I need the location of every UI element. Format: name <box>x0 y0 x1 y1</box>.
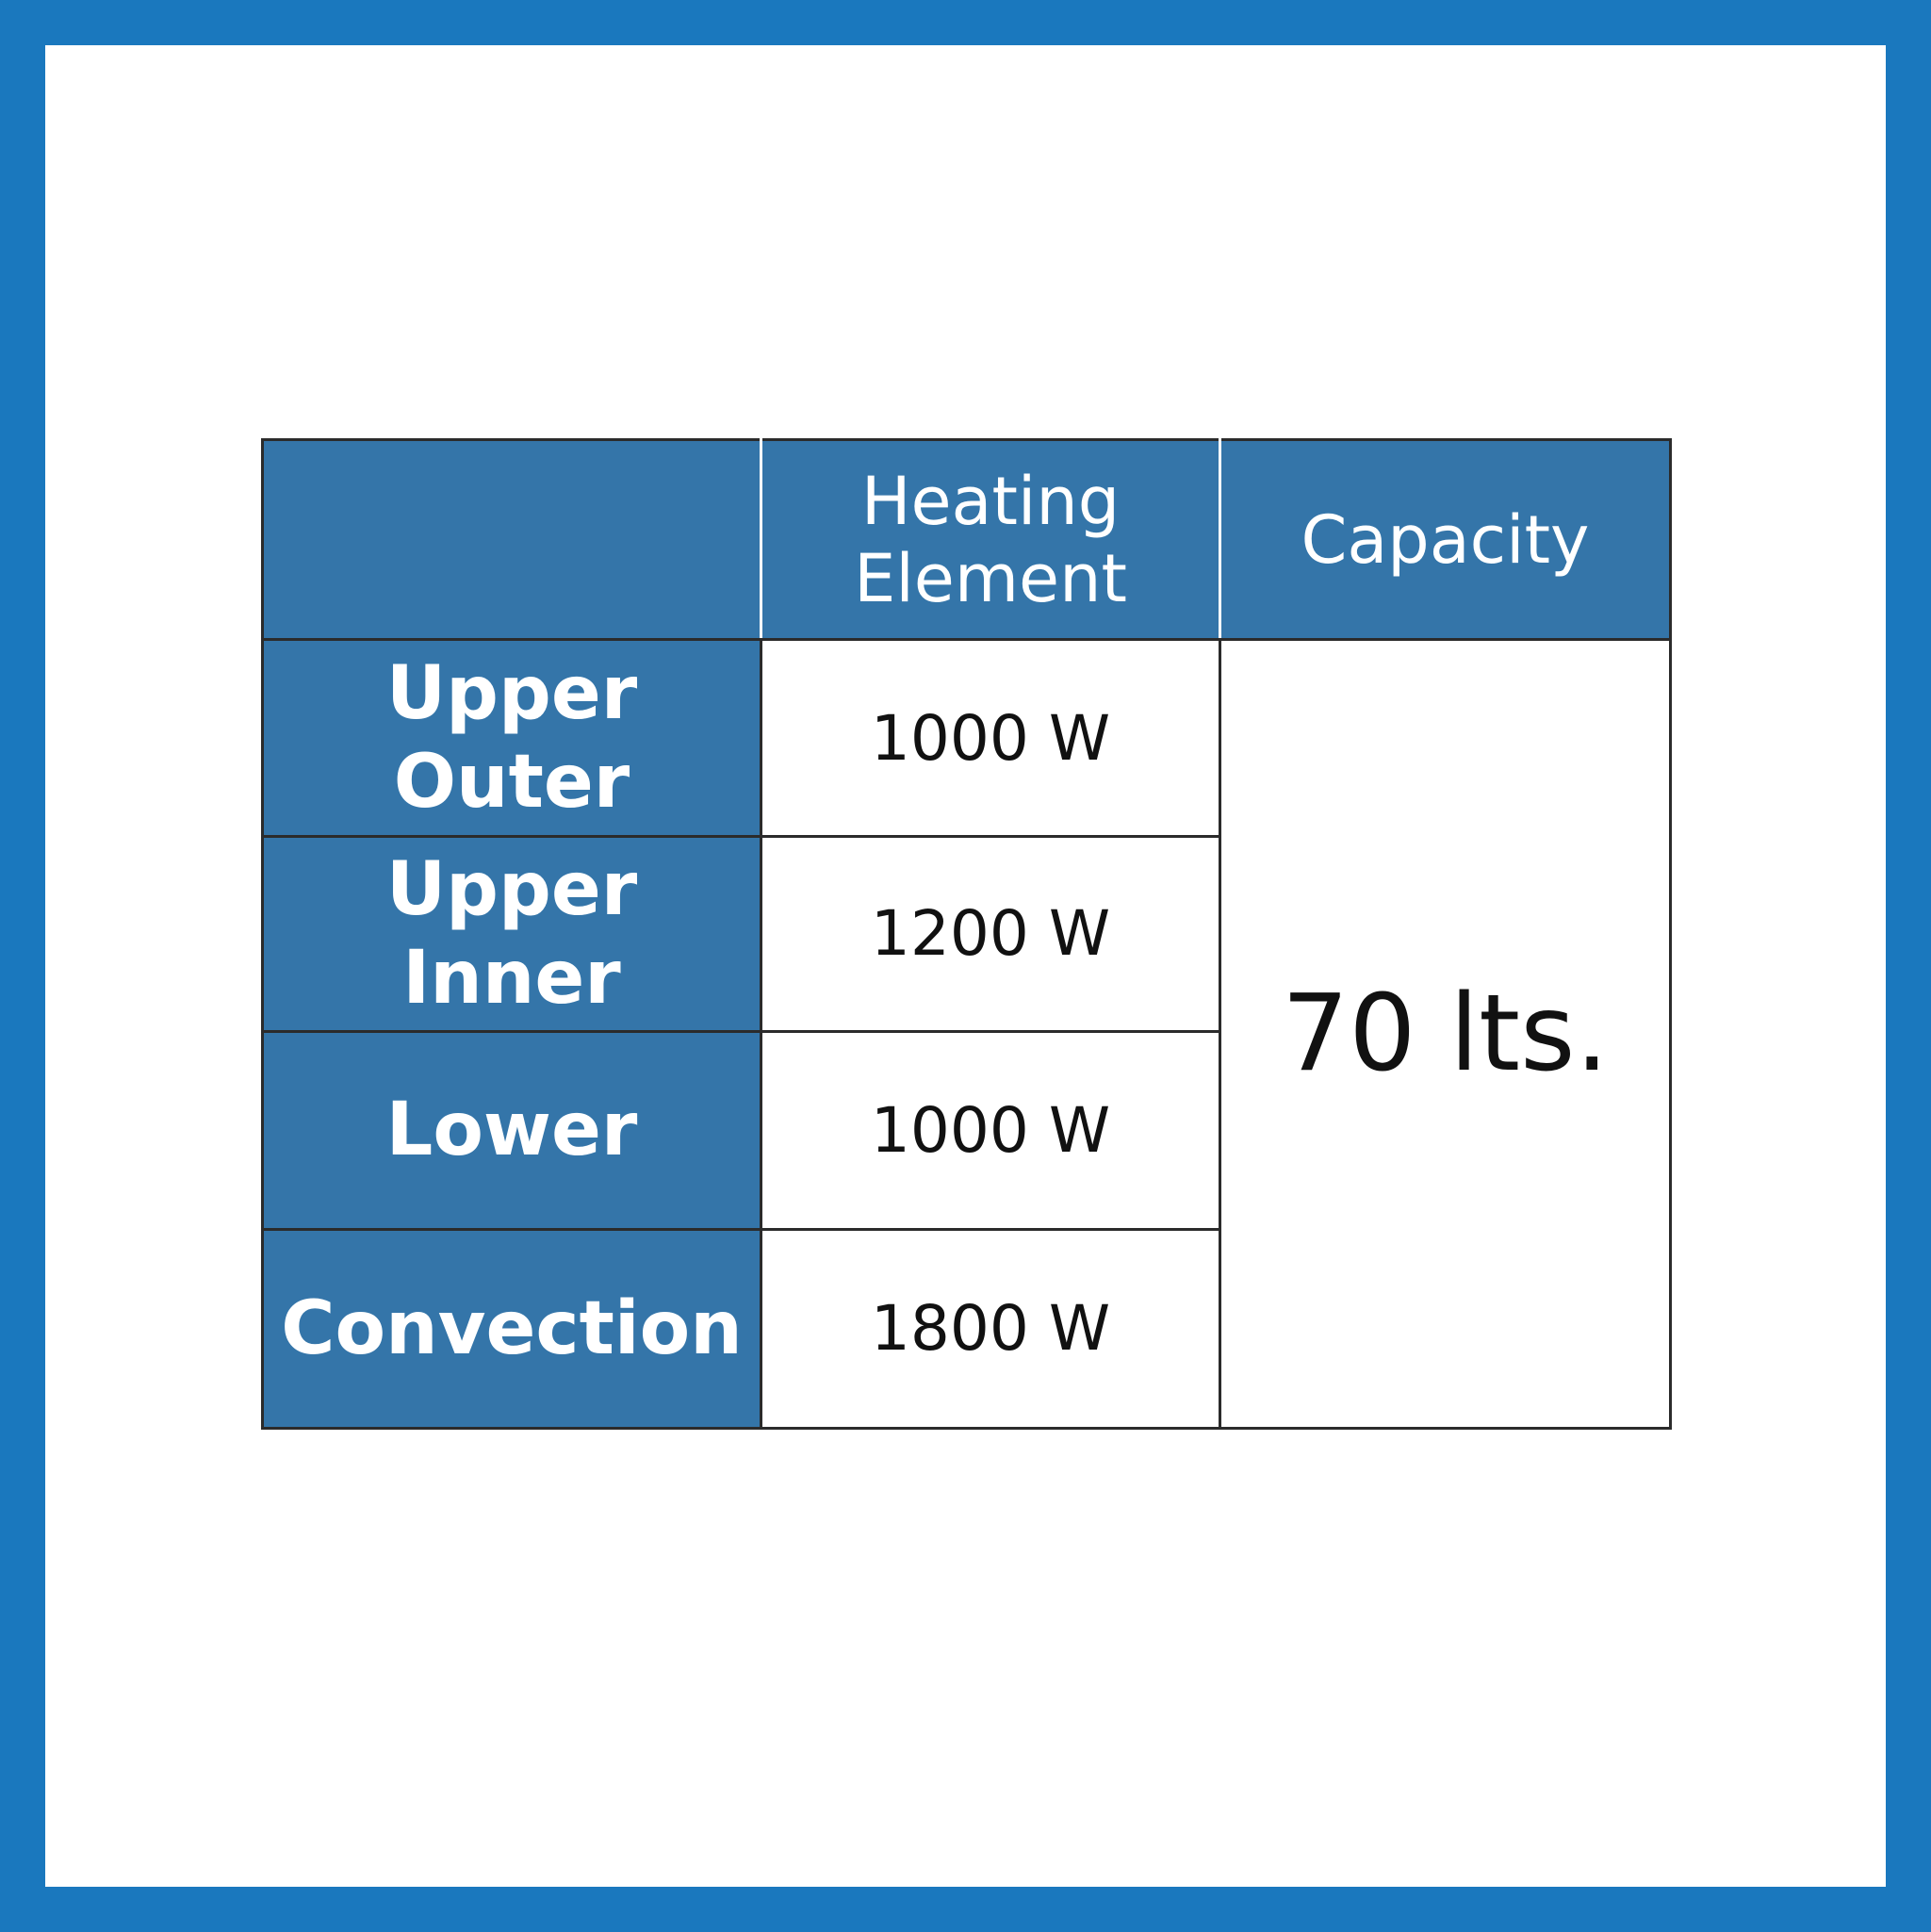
row-label-line1: Convection <box>281 1285 743 1371</box>
header-heating-line2: Element <box>854 539 1127 617</box>
table-row: Upper Inner 1200 W <box>261 835 1671 1033</box>
row-label-line1: Lower <box>385 1088 638 1173</box>
capacity-value: 70 lts. <box>1219 638 1672 1430</box>
header-heating-element: Heating Element <box>760 437 1221 642</box>
heating-value-lower: 1000 W <box>760 1029 1221 1231</box>
table-row: Lower 1000 W <box>261 1029 1671 1231</box>
row-label-line2: Outer <box>393 740 630 826</box>
row-label-line1: Upper <box>385 651 638 737</box>
header-row: Heating Element Capacity <box>261 437 1672 642</box>
row-label-lower: Lower <box>261 1029 762 1231</box>
heating-value-upper-inner: 1200 W <box>760 835 1221 1033</box>
heating-value-upper-outer: 1000 W <box>760 638 1221 839</box>
table-row: Upper Outer 1000 W 70 lts. <box>261 638 1672 1430</box>
header-blank-cell <box>261 437 762 642</box>
row-label-convection: Convection <box>261 1227 762 1431</box>
row-label-line2: Inner <box>402 935 621 1021</box>
heating-value-convection: 1800 W <box>760 1227 1221 1431</box>
header-heating-line1: Heating <box>860 462 1121 540</box>
header-capacity: Capacity <box>1219 437 1672 642</box>
row-label-upper-outer: Upper Outer <box>261 638 762 839</box>
table-row: Convection 1800 W <box>261 1227 1671 1431</box>
spec-table: Heating Element Capacity Upper Outer 100… <box>261 437 1672 1431</box>
row-label-upper-inner: Upper Inner <box>261 835 762 1033</box>
row-label-line1: Upper <box>385 846 638 932</box>
